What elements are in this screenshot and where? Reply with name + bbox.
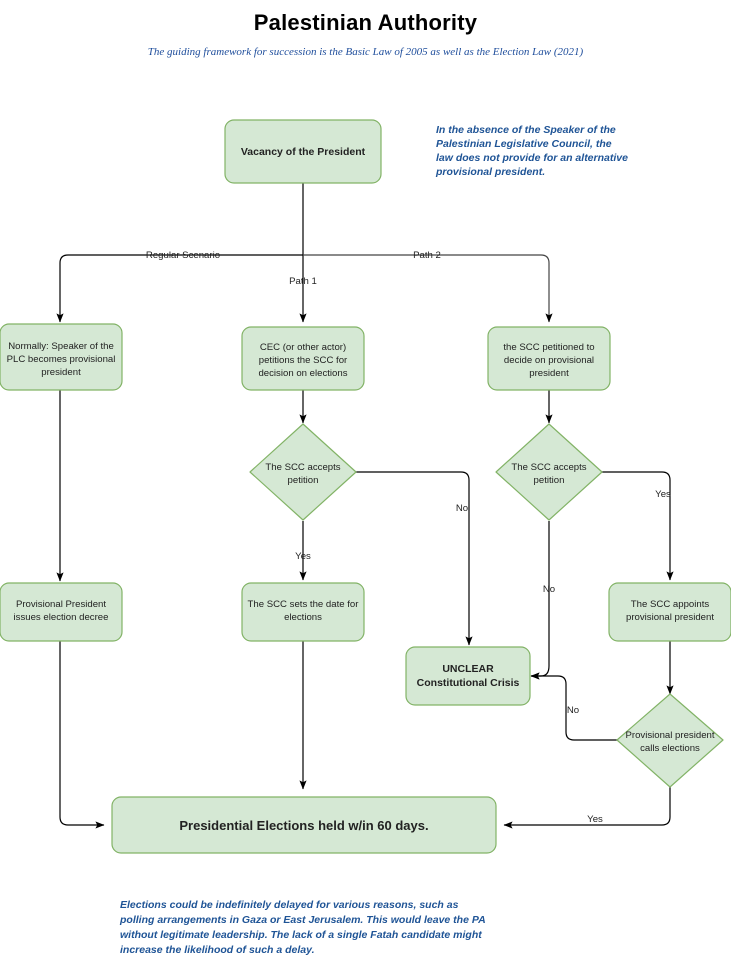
edge-label-regular-scenario: Regular Scenario (146, 250, 220, 261)
node-provisional-president-decree[interactable]: Provisional President issues election de… (0, 582, 123, 642)
annotation-election-delay: Elections could be indefinitely delayed … (120, 899, 486, 956)
edge-label-no-b: No (543, 584, 555, 595)
node-scc-appoints-provisional[interactable]: The SCC appoints provisional president (608, 582, 731, 642)
edge-label-yes-a: Yes (295, 551, 311, 562)
node-calls-line1: Provisional president (625, 730, 714, 741)
node-scc-sets-election-date[interactable]: The SCC sets the date for elections (241, 582, 365, 642)
edge-accept2-no (530, 521, 550, 680)
node-speaker-line1: Normally: Speaker of the (8, 341, 114, 352)
node-accept1-line2: petition (288, 475, 319, 486)
edge-label-no-a: No (456, 503, 468, 514)
edge-regular-scenario (56, 254, 303, 323)
node-speaker-becomes-provisional[interactable]: Normally: Speaker of the PLC becomes pro… (0, 323, 123, 391)
edge-label-yes-c: Yes (587, 814, 603, 825)
node-unclear-line1: UNCLEAR (442, 663, 494, 675)
node-vacancy-label: Vacancy of the President (241, 146, 366, 158)
node-decision-provisional-calls-elections[interactable]: Provisional president calls elections (616, 693, 724, 788)
edge-calls-yes (503, 787, 671, 829)
node-elections-label: Presidential Elections held w/in 60 days… (179, 818, 428, 833)
node-accept2-line1: The SCC accepts (511, 462, 586, 473)
edge-calls-no (530, 672, 618, 741)
edge-accept1-no (356, 471, 473, 646)
node-calls-line2: calls elections (640, 743, 700, 754)
node-appoints-line1: The SCC appoints (631, 599, 710, 610)
node-decision-scc-accepts-petition-1[interactable]: The SCC accepts petition (249, 423, 357, 521)
edge-decree-to-elections (59, 641, 105, 829)
edge-label-no-c: No (567, 705, 579, 716)
node-cec-line3: decision on elections (258, 368, 347, 379)
node-accept1-line1: The SCC accepts (265, 462, 340, 473)
edge-label-path2: Path 2 (413, 250, 441, 261)
node-decree-line2: issues election decree (14, 612, 109, 623)
edge-accept2-yes (602, 471, 674, 581)
node-sccprov-line2: decide on provisional (504, 355, 594, 366)
node-presidential-elections[interactable]: Presidential Elections held w/in 60 days… (111, 796, 497, 854)
node-setdate-line1: The SCC sets the date for (248, 599, 360, 610)
node-appoints-line2: provisional president (626, 612, 714, 623)
node-cec-line2: petitions the SCC for (259, 355, 348, 366)
page-subtitle: The guiding framework for succession is … (147, 46, 584, 58)
edge-label-path1: Path 1 (289, 276, 317, 287)
node-sccprov-line3: president (529, 368, 569, 379)
annotation-speaker-absence: In the absence of the Speaker of the Pal… (436, 124, 628, 178)
node-accept2-line2: petition (534, 475, 565, 486)
node-unclear-constitutional-crisis[interactable]: UNCLEAR Constitutional Crisis (405, 646, 531, 706)
node-unclear-line2: Constitutional Crisis (417, 677, 520, 689)
node-decree-line1: Provisional President (16, 599, 106, 610)
node-vacancy-of-the-president[interactable]: Vacancy of the President (224, 119, 382, 184)
node-cec-line1: CEC (or other actor) (260, 342, 346, 353)
node-setdate-line2: elections (284, 612, 322, 623)
page-title: Palestinian Authority (253, 10, 478, 35)
node-scc-petitioned-provisional[interactable]: the SCC petitioned to decide on provisio… (487, 326, 611, 391)
node-decision-scc-accepts-petition-2[interactable]: The SCC accepts petition (495, 423, 603, 521)
node-sccprov-line1: the SCC petitioned to (503, 342, 594, 353)
node-cec-petitions-scc[interactable]: CEC (or other actor) petitions the SCC f… (241, 326, 365, 391)
edge-path2 (303, 254, 553, 323)
node-speaker-line2: PLC becomes provisional (7, 354, 116, 365)
edge-label-yes-b: Yes (655, 489, 671, 500)
node-speaker-line3: president (41, 367, 81, 378)
